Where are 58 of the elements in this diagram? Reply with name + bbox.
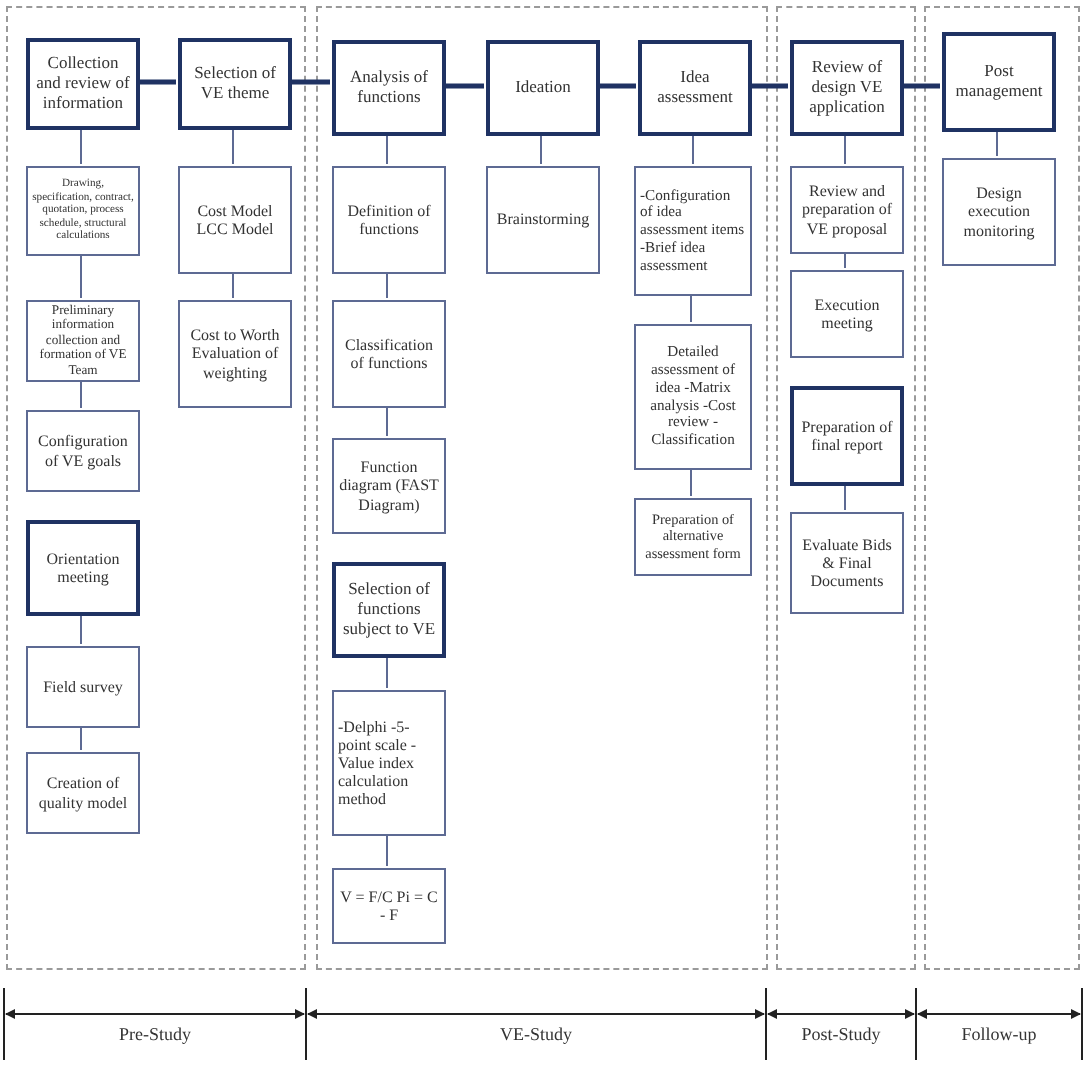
connector-line xyxy=(80,725,82,751)
connector-line xyxy=(386,655,388,689)
step-box: Definition of functions xyxy=(332,166,446,274)
process-box: Selection of functions subject to VE xyxy=(332,562,446,658)
connector-line xyxy=(386,833,388,867)
process-box: Post management xyxy=(942,32,1056,132)
step-box: V = F/C Pi = C - F xyxy=(332,868,446,944)
process-box: Orientation meeting xyxy=(26,520,140,616)
step-box: Classification of functions xyxy=(332,300,446,408)
connector-line xyxy=(80,379,82,409)
step-box: Review and preparation of VE proposal xyxy=(790,166,904,254)
step-box: Cost to Worth Evaluation of weighting xyxy=(178,300,292,408)
connector-line xyxy=(138,79,176,85)
phase-label: Follow-up xyxy=(961,1024,1037,1044)
step-box: -Delphi -5-point scale -Value index calculation method xyxy=(332,690,446,836)
connector-line xyxy=(690,293,692,323)
step-box: Evaluate Bids & Final Documents xyxy=(790,512,904,614)
connector-line xyxy=(902,83,940,89)
connector-line xyxy=(996,129,998,157)
phase-region xyxy=(776,6,916,970)
step-box: Function diagram (FAST Diagram) xyxy=(332,438,446,534)
process-box: Preparation of final report xyxy=(790,386,904,486)
connector-line xyxy=(692,133,694,165)
phase-label: Post-Study xyxy=(801,1024,881,1044)
step-box: Field survey xyxy=(26,646,140,728)
connector-line xyxy=(690,467,692,497)
connector-line xyxy=(386,405,388,437)
process-box: Collection and review of information xyxy=(26,38,140,130)
process-box: Analysis of functions xyxy=(332,40,446,136)
step-box: Execution meeting xyxy=(790,270,904,358)
process-box: Idea assessment xyxy=(638,40,752,136)
connector-line xyxy=(80,253,82,299)
process-box: Selection of VE theme xyxy=(178,38,292,130)
phase-label: VE-Study xyxy=(500,1024,572,1044)
phase-region xyxy=(316,6,768,970)
connector-line xyxy=(844,133,846,165)
connector-line xyxy=(386,271,388,299)
phase-region xyxy=(924,6,1080,970)
process-box: Review of design VE application xyxy=(790,40,904,136)
step-box: Design execution monitoring xyxy=(942,158,1056,266)
connector-line xyxy=(750,83,788,89)
connector-line xyxy=(80,127,82,165)
connector-line xyxy=(444,83,484,89)
step-box: Cost Model LCC Model xyxy=(178,166,292,274)
connector-line xyxy=(80,613,82,645)
connector-line xyxy=(290,79,330,85)
connector-line xyxy=(540,133,542,165)
connector-line xyxy=(386,133,388,165)
step-box: Configuration of VE goals xyxy=(26,410,140,492)
step-box: Creation of quality model xyxy=(26,752,140,834)
process-box: Ideation xyxy=(486,40,600,136)
connector-line xyxy=(844,483,846,511)
phase-label: Pre-Study xyxy=(119,1024,191,1044)
connector-line xyxy=(232,271,234,299)
step-box: Brainstorming xyxy=(486,166,600,274)
connector-line xyxy=(232,127,234,165)
phase-region xyxy=(6,6,306,970)
connector-line xyxy=(598,83,636,89)
